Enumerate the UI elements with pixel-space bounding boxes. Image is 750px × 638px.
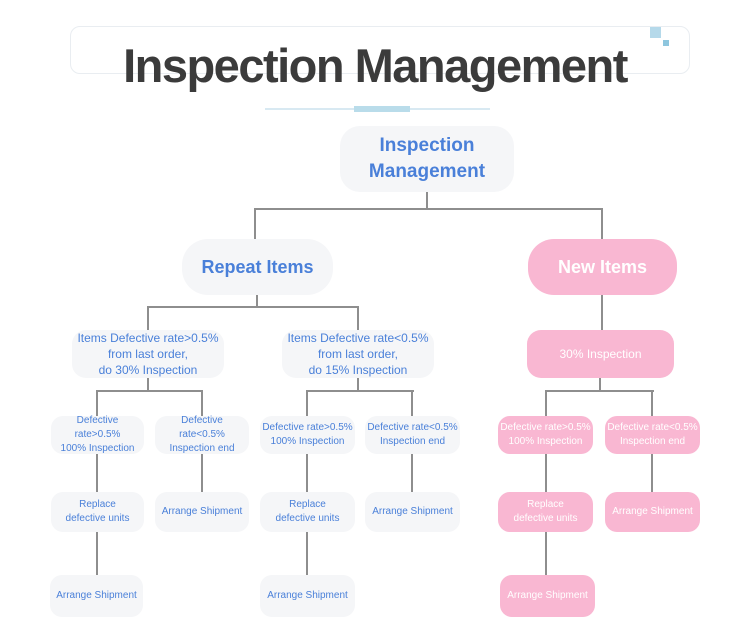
connector-line — [201, 390, 203, 416]
connector-line — [306, 453, 308, 492]
connector-line — [601, 295, 603, 330]
connector-line — [651, 390, 653, 416]
node-rh-arrange-shipment: Arrange Shipment — [155, 492, 249, 532]
connector-line — [256, 295, 258, 306]
connector-line — [201, 453, 203, 492]
connector-line — [254, 208, 256, 239]
connector-line — [96, 532, 98, 575]
node-rl-inspection-end: Defective rate<0.5% Inspection end — [365, 416, 460, 454]
node-rh-inspection-end: Defective rate<0.5% Inspection end — [155, 415, 249, 454]
connector-line — [357, 306, 359, 330]
connector-line — [545, 390, 654, 392]
connector-line — [96, 390, 203, 392]
node-rl-replace-units: Replace defective units — [260, 492, 355, 532]
node-rl-100pct-inspection: Defective rate>0.5% 100% Inspection — [260, 416, 355, 454]
node-repeat-low-defective-rate: Items Defective rate<0.5% from last orde… — [282, 330, 434, 378]
connector-line — [254, 208, 603, 210]
connector-line — [306, 390, 308, 416]
connector-line — [306, 390, 414, 392]
decor-square-large-icon — [650, 27, 661, 38]
node-rl-arrange-shipment: Arrange Shipment — [365, 492, 460, 532]
connector-line — [96, 453, 98, 492]
connector-line — [651, 453, 653, 492]
node-new-arrange-shipment: Arrange Shipment — [605, 492, 700, 532]
connector-line — [147, 306, 359, 308]
page-title: Inspection Management — [123, 39, 628, 92]
node-new-30pct-inspection: 30% Inspection — [527, 330, 674, 378]
connector-line — [357, 378, 359, 390]
connector-line — [426, 192, 428, 208]
connector-line — [96, 390, 98, 416]
node-rl-arrange-shipment-final: Arrange Shipment — [260, 575, 355, 617]
decor-square-small-icon — [663, 40, 669, 46]
node-rh-100pct-inspection: Defective rate>0.5% 100% Inspection — [51, 415, 144, 454]
node-root: Inspection Management — [340, 126, 514, 192]
node-rh-replace-units: Replace defective units — [51, 492, 144, 532]
connector-line — [545, 390, 547, 416]
node-new-inspection-end: Defective rate<0.5% Inspection end — [605, 416, 700, 454]
node-repeat-items: Repeat Items — [182, 239, 333, 295]
connector-line — [411, 390, 413, 416]
node-new-arrange-shipment-final: Arrange Shipment — [500, 575, 595, 617]
node-new-items: New Items — [528, 239, 677, 295]
node-new-100pct-inspection: Defective rate>0.5% 100% Inspection — [498, 416, 593, 454]
connector-line — [306, 532, 308, 575]
node-repeat-high-defective-rate: Items Defective rate>0.5% from last orde… — [72, 330, 224, 378]
title-card — [70, 26, 690, 74]
connector-line — [147, 378, 149, 390]
title-underline-accent — [354, 106, 410, 112]
node-rh-arrange-shipment-final: Arrange Shipment — [50, 575, 143, 617]
connector-line — [545, 532, 547, 575]
node-new-replace-units: Replace defective units — [498, 492, 593, 532]
connector-line — [601, 208, 603, 239]
connector-line — [599, 378, 601, 390]
connector-line — [147, 306, 149, 330]
connector-line — [411, 453, 413, 492]
connector-line — [545, 453, 547, 492]
